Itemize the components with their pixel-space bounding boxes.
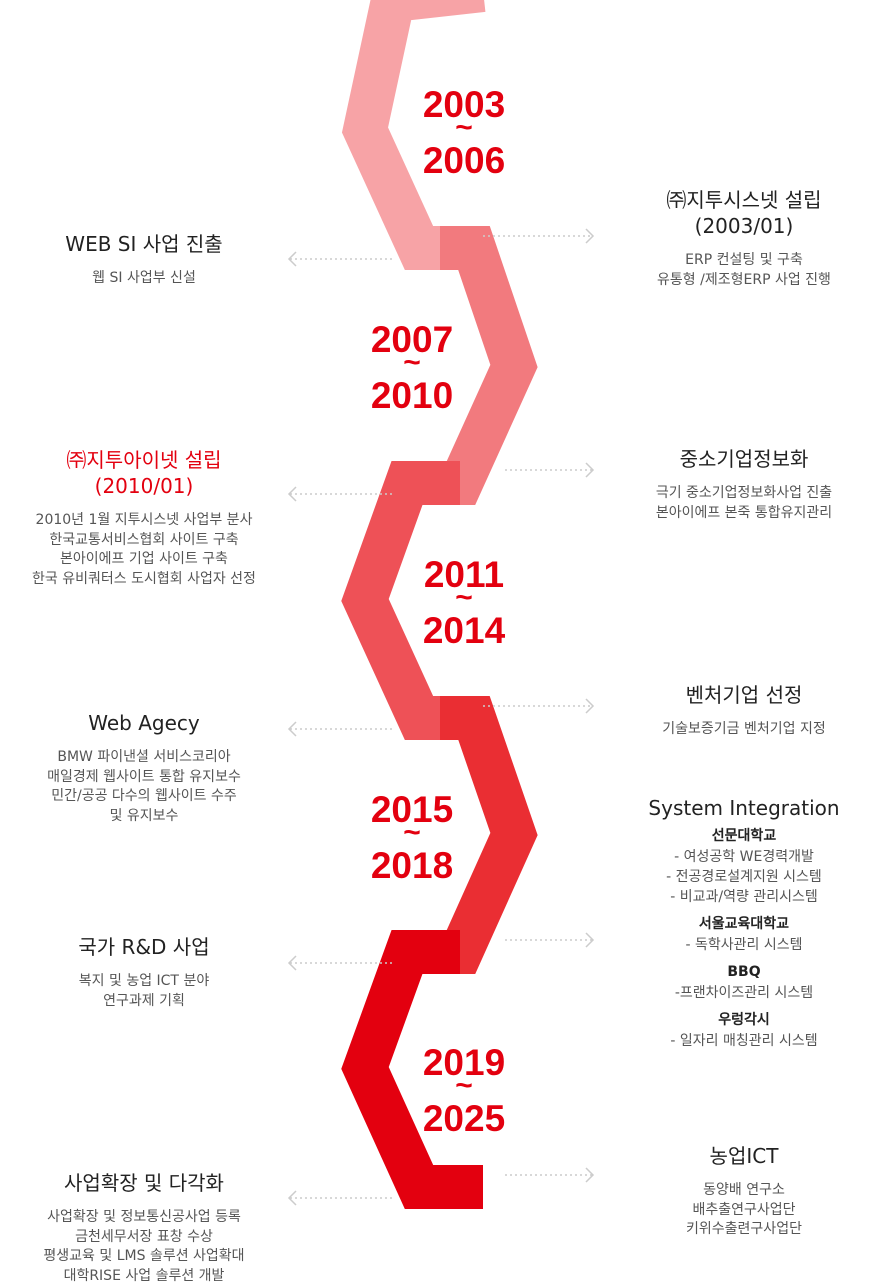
- arrow-left-icon: [287, 955, 297, 971]
- event-title-main: ㈜지투시스넷 설립: [666, 188, 822, 212]
- period-start: 2003: [422, 84, 506, 125]
- period-2011-2014: 2011 ~ 2014: [394, 556, 534, 649]
- road-segment-2003: [341, 0, 486, 270]
- event-title-date: (2010/01): [94, 474, 194, 498]
- arrow-left-icon: [287, 1190, 297, 1206]
- event-line: 본아이에프 본죽 통합유지관리: [655, 504, 833, 521]
- period-end: 2018: [370, 845, 454, 886]
- event-title: 중소기업정보화: [679, 447, 809, 471]
- period-2007-2010: 2007 ~ 2010: [342, 321, 482, 414]
- event-line: 키위수출련구사업단: [686, 1221, 802, 1238]
- period-separator: ~: [403, 816, 421, 849]
- event-title-main: ㈜지투아이넷 설립: [66, 448, 222, 472]
- event-line: 민간/공공 다수의 웹사이트 수주: [51, 788, 237, 805]
- arrow-right-icon: [585, 698, 595, 714]
- event-title: 농업ICT: [709, 1144, 779, 1168]
- event-title: 벤처기업 선정: [685, 683, 803, 707]
- client-name: 우렁각시: [718, 1012, 770, 1029]
- period-end: 2014: [422, 610, 506, 651]
- event-line: ERP 컨설팅 및 구축: [685, 252, 803, 268]
- client-item: -프랜차이즈관리 시스템: [674, 984, 814, 1001]
- event-line: 한국 유비쿼터스 도시협회 사업자 선정: [32, 570, 256, 587]
- client-item: - 전공경로설계지원 시스템: [666, 868, 822, 885]
- event-line: 웹 SI 사업부 신설: [92, 270, 196, 286]
- period-start: 2019: [422, 1042, 506, 1083]
- event-line: 극기 중소기업정보화사업 진출: [655, 485, 833, 501]
- event-system-integration: System Integration 선문대학교 - 여성공학 WE경력개발 -…: [614, 795, 874, 1051]
- period-2003-2006: 2003 ~ 2006: [394, 86, 534, 179]
- event-line: 평생교육 및 LMS 솔루션 사업확대: [43, 1248, 245, 1265]
- period-separator: ~: [455, 1069, 473, 1102]
- period-separator: ~: [455, 581, 473, 614]
- event-expansion: 사업확장 및 다각화 사업확장 및 정보통신공사업 등록 금천세무서장 표창 수…: [0, 1170, 294, 1286]
- client-item: - 여성공학 WE경력개발: [674, 848, 814, 865]
- event-venture: 벤처기업 선정 기술보증기금 벤처기업 지정: [614, 682, 874, 740]
- event-line: 및 유지보수: [109, 807, 179, 824]
- period-end: 2006: [422, 140, 506, 181]
- client-item: - 비교과/역량 관리시스템: [670, 889, 818, 906]
- event-sme-info: 중소기업정보화 극기 중소기업정보화사업 진출 본아이에프 본죽 통합유지관리: [614, 446, 874, 523]
- client-group: 우렁각시 - 일자리 매칭관리 시스템: [614, 1011, 874, 1051]
- arrow-right-icon: [585, 228, 595, 244]
- road-segment-2011: [341, 461, 460, 740]
- client-name: BBQ: [727, 964, 761, 981]
- event-line: 2010년 1월 지투시스넷 사업부 분사: [35, 512, 253, 528]
- arrow-right-icon: [585, 932, 595, 948]
- event-line: 기술보증기금 벤처기업 지정: [662, 721, 826, 737]
- client-group: 서울교육대학교 - 독학사관리 시스템: [614, 915, 874, 955]
- arrow-right-icon: [585, 1167, 595, 1183]
- event-title: 사업확장 및 다각화: [64, 1171, 224, 1195]
- event-title: Web Agecy: [88, 711, 200, 735]
- event-web-si: WEB SI 사업 진출 웹 SI 사업부 신설: [0, 231, 294, 289]
- client-item: - 독학사관리 시스템: [685, 937, 803, 954]
- period-separator: ~: [403, 346, 421, 379]
- arrow-left-icon: [287, 721, 297, 737]
- event-line: 금천세무서장 표창 수상: [75, 1228, 213, 1245]
- client-group: 선문대학교 - 여성공학 WE경력개발 - 전공경로설계지원 시스템 - 비교과…: [614, 827, 874, 907]
- period-end: 2025: [422, 1098, 506, 1139]
- arrow-right-icon: [585, 462, 595, 478]
- event-line: 매일경제 웹사이트 통합 유지보수: [47, 768, 241, 785]
- event-title: 국가 R&D 사업: [78, 935, 210, 959]
- event-line: BMW 파이낸셜 서비스코리아: [57, 749, 231, 765]
- event-line: 사업확장 및 정보통신공사업 등록: [47, 1209, 241, 1225]
- period-start: 2007: [370, 319, 454, 360]
- event-line: 동양배 연구소: [703, 1182, 785, 1198]
- client-item: - 일자리 매칭관리 시스템: [670, 1032, 818, 1049]
- arrow-left-icon: [287, 486, 297, 502]
- event-line: 유통형 /제조형ERP 사업 진행: [657, 271, 831, 288]
- event-line: 대학RISE 사업 솔루션 개발: [63, 1267, 225, 1284]
- period-2015-2018: 2015 ~ 2018: [342, 791, 482, 884]
- event-line: 한국교통서비스협회 사이트 구축: [49, 531, 239, 548]
- event-agri-ict: 농업ICT 동양배 연구소 배추출연구사업단 키위수출련구사업단: [614, 1143, 874, 1240]
- event-line: 연구과제 기획: [103, 992, 185, 1009]
- period-start: 2015: [370, 789, 454, 830]
- road-segment-2019: [341, 930, 483, 1209]
- event-line: 본아이에프 기업 사이트 구축: [60, 551, 228, 568]
- client-group: BBQ -프랜차이즈관리 시스템: [614, 963, 874, 1003]
- event-national-rnd: 국가 R&D 사업 복지 및 농업 ICT 분야 연구과제 기획: [0, 934, 294, 1011]
- period-end: 2010: [370, 375, 454, 416]
- client-name: 선문대학교: [711, 828, 777, 844]
- event-line: 복지 및 농업 ICT 분야: [78, 973, 210, 989]
- event-web-agency: Web Agecy BMW 파이낸셜 서비스코리아 매일경제 웹사이트 통합 유…: [0, 710, 294, 826]
- period-start: 2011: [423, 554, 505, 595]
- event-title: ㈜지투시스넷 설립 (2003/01): [614, 187, 874, 239]
- client-name: 서울교육대학교: [698, 916, 790, 933]
- arrow-left-icon: [287, 251, 297, 267]
- event-jitoo-systems: ㈜지투시스넷 설립 (2003/01) ERP 컨설팅 및 구축 유통형 /제조…: [614, 187, 874, 290]
- period-separator: ~: [455, 111, 473, 144]
- event-title: WEB SI 사업 진출: [65, 232, 223, 256]
- event-jitoo-inet: ㈜지투아이넷 설립 (2010/01) 2010년 1월 지투시스넷 사업부 분…: [0, 447, 294, 589]
- event-title: ㈜지투아이넷 설립 (2010/01): [0, 447, 294, 499]
- event-line: 배추출연구사업단: [692, 1201, 796, 1218]
- event-title-date: (2003/01): [694, 214, 794, 238]
- event-title: System Integration: [648, 796, 840, 820]
- period-2019-2025: 2019 ~ 2025: [394, 1044, 534, 1137]
